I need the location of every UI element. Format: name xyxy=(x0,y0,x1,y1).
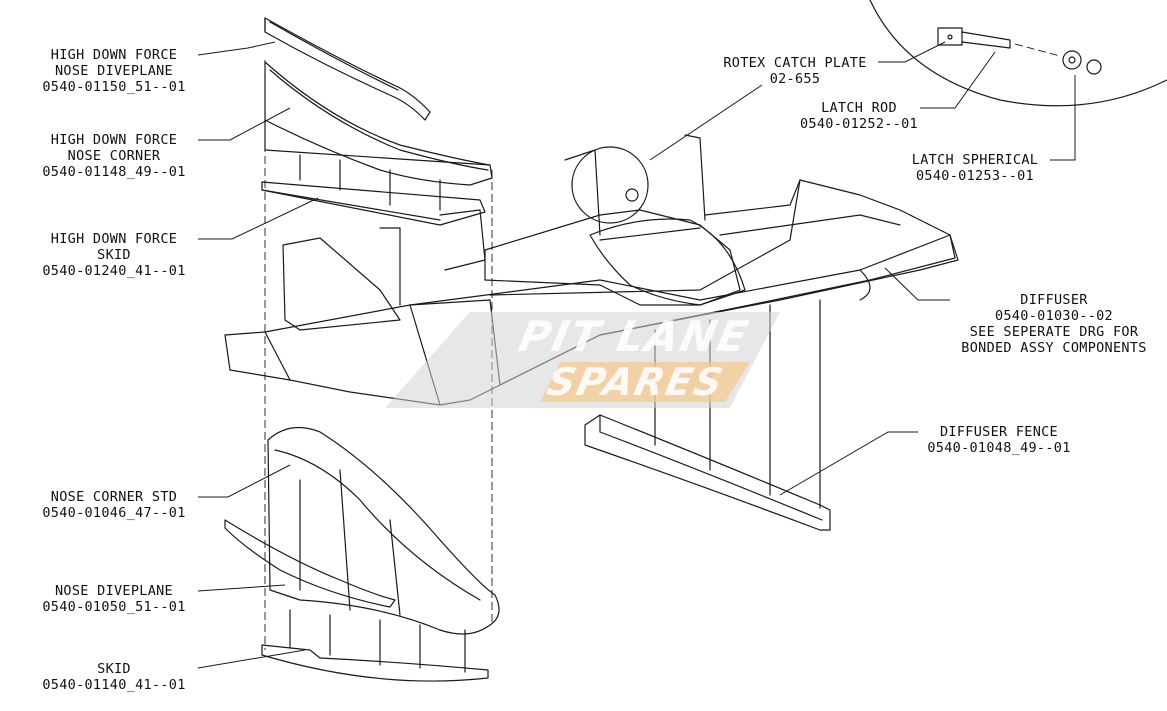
label: SKID xyxy=(97,661,131,677)
leader-rotex-plate xyxy=(878,41,946,63)
hdf-nose-corner-part xyxy=(264,61,493,211)
watermark-line1: PIT LANE xyxy=(514,312,755,361)
leader-latch-spherical xyxy=(1050,75,1076,161)
label: NOSE CORNER xyxy=(67,148,161,164)
part-number: 02-655 xyxy=(769,71,821,87)
note: BONDED ASSY COMPONENTS xyxy=(961,340,1147,356)
callout-diffuser: DIFFUSER 0540-01030--02 SEE SEPERATE DRG… xyxy=(946,292,1162,356)
leader-hdf-diveplane xyxy=(197,41,276,56)
part-number: 0540-01046_47--01 xyxy=(42,505,186,521)
leader-diffuser xyxy=(884,267,950,301)
callout-hdf-skid: HIGH DOWN FORCE SKID 0540-01240_41--01 xyxy=(28,231,200,279)
label: SKID xyxy=(97,247,131,263)
callout-nose-diveplane: NOSE DIVEPLANE 0540-01050_51--01 xyxy=(28,583,200,615)
callout-skid: SKID 0540-01140_41--01 xyxy=(28,661,200,693)
detail-circle-arc xyxy=(869,0,1167,107)
part-number: 0540-01030--02 xyxy=(995,308,1113,324)
label: HIGH DOWN FORCE xyxy=(50,231,178,247)
watermark-banner xyxy=(385,312,780,408)
callout-latch-rod: LATCH ROD 0540-01252--01 xyxy=(795,100,923,132)
nose-corner-std-part xyxy=(267,426,500,635)
label: HIGH DOWN FORCE xyxy=(50,47,178,63)
part-number: 0540-01048_49--01 xyxy=(927,440,1071,456)
part-number: 0540-01240_41--01 xyxy=(42,263,186,279)
leader-diffuser-fence xyxy=(779,431,918,496)
label: DIFFUSER FENCE xyxy=(940,424,1058,440)
label: NOSE CORNER STD xyxy=(50,489,178,505)
label: NOSE DIVEPLANE xyxy=(55,583,173,599)
label: ROTEX CATCH PLATE xyxy=(723,55,867,71)
diffuser-part xyxy=(489,179,959,386)
part-number: 0540-01140_41--01 xyxy=(42,677,186,693)
leader-skid xyxy=(197,649,306,669)
label: NOSE DIVEPLANE xyxy=(55,63,173,79)
leader-hdf-skid xyxy=(198,197,319,240)
callout-rotex-catch-plate: ROTEX CATCH PLATE 02-655 xyxy=(712,55,878,87)
leader-rotex xyxy=(649,84,763,161)
part-number: 0540-01150_51--01 xyxy=(42,79,186,95)
hdf-skid-part xyxy=(261,181,486,226)
hdf-nose-diveplane-part xyxy=(264,17,431,121)
label: HIGH DOWN FORCE xyxy=(50,132,178,148)
leader-latch-rod xyxy=(920,51,996,109)
part-number: 0540-01253--01 xyxy=(916,168,1034,184)
callout-hdf-nose-diveplane: HIGH DOWN FORCE NOSE DIVEPLANE 0540-0115… xyxy=(28,47,200,95)
part-number: 0540-01252--01 xyxy=(800,116,918,132)
part-number: 0540-01148_49--01 xyxy=(42,164,186,180)
label: LATCH SPHERICAL xyxy=(911,152,1039,168)
note: SEE SEPERATE DRG FOR xyxy=(969,324,1139,340)
watermark-line2: SPARES xyxy=(543,360,729,404)
nose-diveplane-part xyxy=(224,519,396,608)
callout-latch-spherical: LATCH SPHERICAL 0540-01253--01 xyxy=(900,152,1050,184)
label: LATCH ROD xyxy=(821,100,897,116)
dashed-guide-latch xyxy=(1014,43,1061,57)
label: DIFFUSER xyxy=(1020,292,1088,308)
callout-nose-corner-std: NOSE CORNER STD 0540-01046_47--01 xyxy=(28,489,200,521)
latch-detail xyxy=(937,27,1102,75)
leader-nose-diveplane xyxy=(197,584,286,592)
callout-hdf-nose-corner: HIGH DOWN FORCE NOSE CORNER 0540-01148_4… xyxy=(28,132,200,180)
leader-hdf-corner xyxy=(198,107,291,141)
part-number: 0540-01050_51--01 xyxy=(42,599,186,615)
callout-diffuser-fence: DIFFUSER FENCE 0540-01048_49--01 xyxy=(916,424,1082,456)
rotex-detail-circle xyxy=(571,146,649,224)
leader-nose-corner-std xyxy=(198,464,291,498)
skid-part xyxy=(261,609,489,682)
